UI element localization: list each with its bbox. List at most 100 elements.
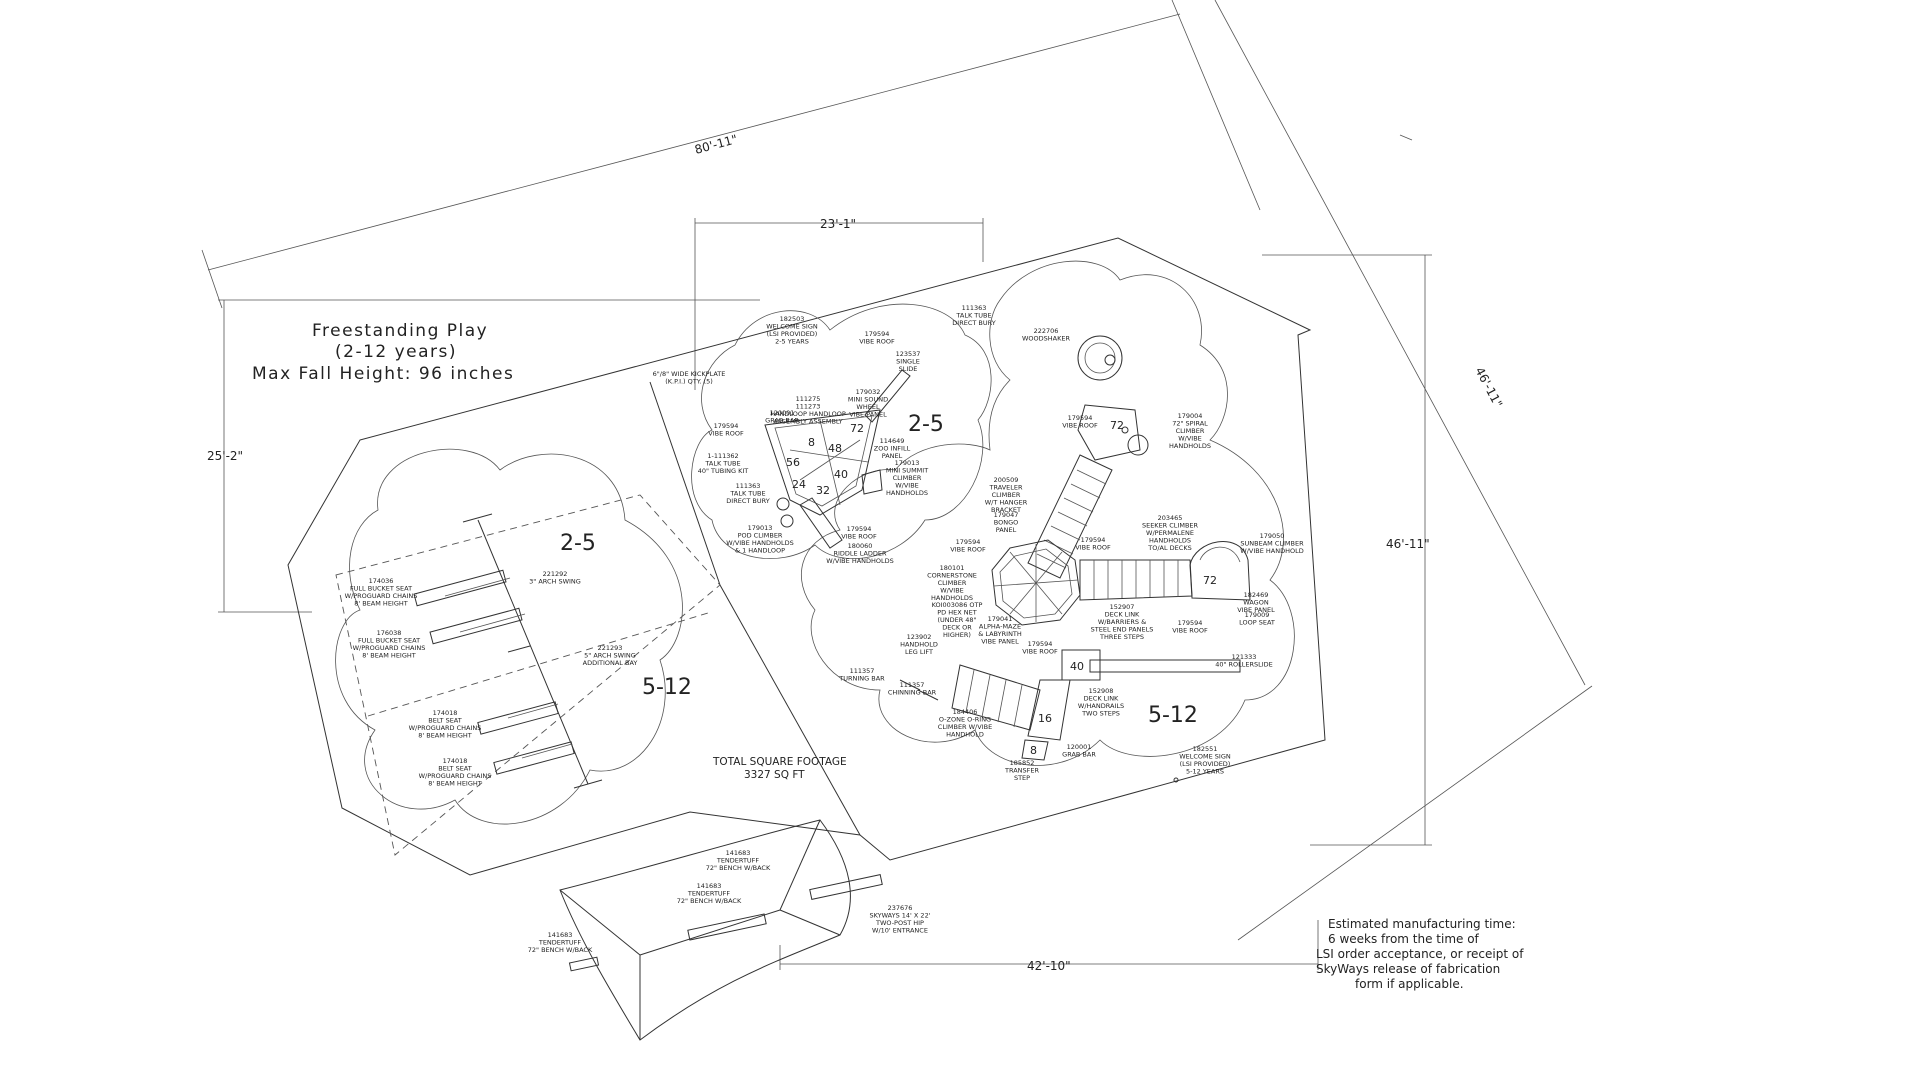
callout-line: ALPHA-MAZE	[979, 623, 1021, 631]
deck-height-tot-32: 32	[816, 484, 830, 497]
swing-beam	[477, 519, 589, 785]
callout-line: 174018	[443, 757, 468, 765]
swing-use-zone	[335, 494, 721, 856]
callout-line: CLIMBER	[1176, 427, 1205, 435]
callout-line: ASSEMBLY ASSEMBLY	[773, 418, 842, 426]
callout-line: PANEL	[996, 526, 1017, 534]
callout-line: WOODSHAKER	[1022, 335, 1070, 343]
callout-line: POD CLIMBER	[738, 532, 783, 540]
title-line-1: Freestanding Play	[312, 321, 488, 341]
callout-line: 179594	[865, 330, 890, 338]
callout-line: 179050	[1260, 532, 1285, 540]
callout-line: W/HANDRAILS	[1078, 702, 1124, 710]
callout-line: 180101	[940, 564, 965, 572]
callout-line: 111363	[962, 304, 987, 312]
callout-line: HANDHOLDS	[1149, 537, 1191, 545]
callout-line: VIBE ROOF	[859, 338, 895, 346]
callout-line: ADDITIONAL BAY	[583, 659, 638, 667]
callout-line: 152907	[1110, 603, 1135, 611]
callout-line: W/T HANGER	[985, 499, 1028, 507]
sunbeam-climber	[1189, 541, 1251, 601]
callout-line: CORNERSTONE	[927, 572, 977, 580]
callout-line: 176038	[377, 629, 402, 637]
callout-line: 179594	[1028, 640, 1053, 648]
callout-line: HANDHOLDS	[886, 489, 928, 497]
callout-line: 222706	[1034, 327, 1059, 335]
note-line-5: form if applicable.	[1355, 977, 1464, 991]
callout-line: 40" TUBING KIT	[698, 467, 749, 475]
callout-line: DECK LINK	[1105, 611, 1140, 619]
callout-line: 6"/8" WIDE KICKPLATE	[653, 370, 726, 378]
callout-line: W/VIBE	[1178, 435, 1202, 443]
bench-right	[809, 874, 883, 900]
total-area-label: TOTAL SQUARE FOOTAGE	[712, 756, 847, 768]
callout-line: 111363	[736, 482, 761, 490]
callout-line: W/10' ENTRANCE	[872, 927, 928, 935]
callout-line: 111357	[850, 667, 875, 675]
note-line-4: SkyWays release of fabrication	[1316, 962, 1500, 976]
callout-line: HANDHOLD	[900, 641, 938, 649]
callout-line: 111273	[796, 403, 821, 411]
callout-line: 221293	[598, 644, 623, 652]
dim-left-height: 25'-2"	[207, 449, 243, 463]
swing-seat-bucket-1	[413, 569, 507, 607]
callout-line: CLIMBER W/VIBE	[938, 723, 992, 731]
callout-line: HANDHOLDS	[1169, 442, 1211, 450]
callout-line: HANDLOOP HANDLOOP	[770, 410, 846, 418]
callout-line: (LSI PROVIDED)	[767, 330, 818, 338]
swing-seat-belt-2	[493, 741, 575, 775]
bench-center	[687, 913, 767, 941]
callout-line: CLIMBER	[893, 474, 922, 482]
site-outline	[287, 237, 1326, 876]
callout-line: 179009	[1245, 611, 1270, 619]
main-cloud	[801, 260, 1295, 766]
callout-line: SINGLE	[896, 358, 920, 366]
callout-line: TRAVELER	[988, 484, 1023, 492]
callout-line: VIBE ROOF	[708, 430, 744, 438]
callout-line: 2-5 YEARS	[775, 338, 809, 346]
callout-line: DECK LINK	[1084, 695, 1119, 703]
zone-label-main: 5-12	[1148, 703, 1198, 728]
callout-line: W/VIBE HANDHOLD	[1240, 547, 1303, 555]
callout-line: 141683	[548, 931, 573, 939]
callout-line: TRANSFER	[1004, 767, 1040, 775]
callout-line: VIBE PANEL	[849, 411, 887, 419]
callout-line: HANDHOLDS	[931, 594, 973, 602]
o-zone-climber	[951, 664, 1041, 731]
callout-line: (LSI PROVIDED)	[1180, 760, 1231, 768]
callout-line: RIDDLE LADDER	[833, 550, 887, 558]
deck-40	[1061, 649, 1101, 681]
callout-line: 1-111362	[707, 452, 738, 460]
dim-width-right-inner: 46'-11"	[1386, 537, 1430, 551]
callout-line: 121333	[1232, 653, 1257, 661]
dim-top-span: 23'-1"	[820, 217, 856, 231]
central-octagon-deck	[991, 539, 1081, 626]
callout-line: PD HEX NET	[937, 609, 976, 617]
callout-line: VIBE PANEL	[981, 638, 1019, 646]
callout-line: LEG LIFT	[905, 648, 933, 656]
callout-line: 120001	[1067, 743, 1092, 751]
callout-line: STEP	[1014, 774, 1030, 782]
callout-line: 174036	[369, 577, 394, 585]
